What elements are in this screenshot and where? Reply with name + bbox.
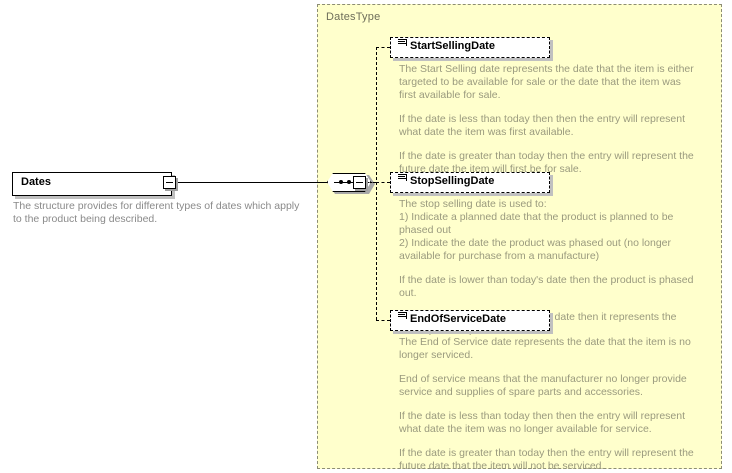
- node-box: [12, 172, 172, 196]
- description-paragraph: The Start Selling date represents the da…: [399, 63, 694, 101]
- element-name-stop-selling-date: StopSellingDate: [410, 175, 495, 187]
- element-node-end-of-service-date[interactable]: EndOfServiceDate: [390, 310, 553, 334]
- description-paragraph: The stop selling date is used to: 1) Ind…: [399, 198, 674, 262]
- sequence-dot-1: [339, 180, 343, 184]
- minus-glyph: [166, 182, 173, 183]
- node-box: [390, 172, 550, 193]
- connector-line-root: [176, 182, 328, 183]
- element-node-stop-selling-date[interactable]: StopSellingDate: [390, 172, 553, 196]
- minus-box-icon-dates[interactable]: [163, 176, 176, 189]
- minus-glyph: [356, 182, 363, 183]
- element-description-start-selling-date: The Start Selling date represents the da…: [399, 63, 699, 176]
- description-paragraph: If the date is lower than today's date t…: [399, 274, 694, 299]
- node-box: [390, 37, 550, 58]
- element-name-start-selling-date: StartSellingDate: [410, 40, 495, 52]
- connector-branch-start-selling-date: [376, 47, 390, 49]
- description-paragraph: End of service means that the manufactur…: [399, 373, 687, 398]
- element-description-dates: The structure provides for different typ…: [13, 200, 300, 225]
- connector-vertical: [376, 47, 378, 320]
- minus-box-icon-sequence[interactable]: [353, 176, 366, 189]
- element-node-dates[interactable]: Dates: [12, 172, 175, 199]
- node-box: [390, 310, 550, 331]
- dates-type-container: [317, 4, 722, 469]
- element-name-dates: Dates: [21, 176, 51, 188]
- description-paragraph: If the date is less than today then then…: [399, 410, 686, 435]
- sequence-dot-2: [347, 180, 351, 184]
- description-paragraph: The End of Service date represents the d…: [399, 336, 691, 361]
- element-description-end-of-service-date: The End of Service date represents the d…: [399, 336, 699, 473]
- element-node-start-selling-date[interactable]: StartSellingDate: [390, 37, 553, 61]
- description-paragraph: If the date is greater than today then t…: [399, 447, 694, 472]
- dates-type-label: DatesType: [326, 11, 381, 23]
- description-paragraph: If the date is less than today then then…: [399, 113, 686, 138]
- connector-branch-stop-selling-date: [376, 182, 390, 184]
- element-lines-icon: [398, 174, 407, 182]
- connector-stub: [366, 182, 376, 184]
- element-name-end-of-service-date: EndOfServiceDate: [410, 313, 506, 325]
- element-lines-icon: [398, 39, 407, 47]
- element-lines-icon: [398, 312, 407, 320]
- connector-branch-end-of-service-date: [376, 320, 390, 322]
